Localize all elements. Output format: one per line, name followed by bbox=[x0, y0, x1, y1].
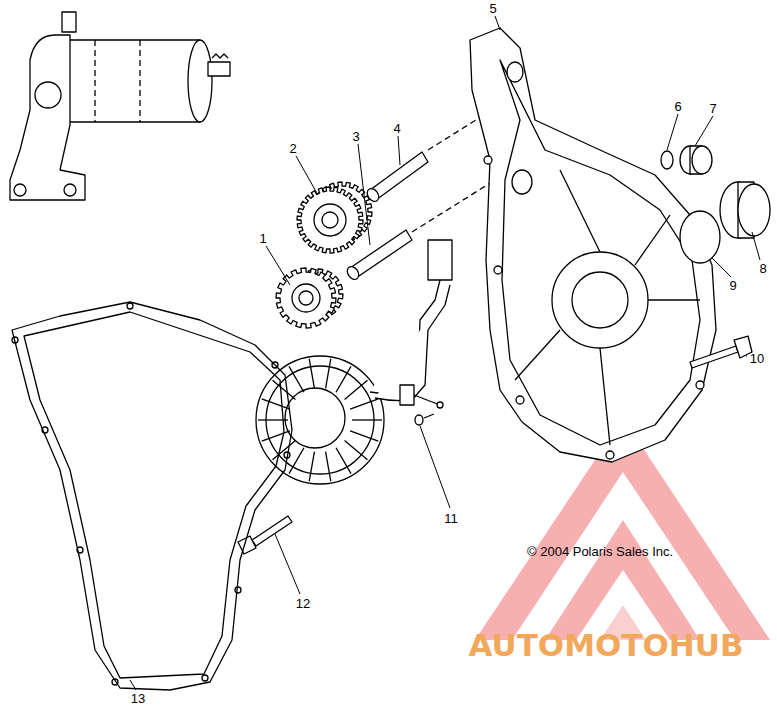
copyright-note: © 2004 Polaris Sales Inc. bbox=[527, 545, 673, 558]
callout-number: 12 bbox=[296, 597, 310, 610]
gear-2 bbox=[297, 182, 372, 253]
pins bbox=[345, 105, 500, 282]
callout-number: 8 bbox=[759, 262, 766, 275]
callout-number: 3 bbox=[352, 130, 359, 143]
callout-number: 5 bbox=[489, 2, 496, 15]
watermark: AUTOMOTOHUB bbox=[468, 630, 743, 661]
callout-number: 13 bbox=[131, 691, 145, 704]
callout-number: 2 bbox=[289, 142, 296, 155]
gear-1 bbox=[276, 268, 343, 328]
plugs-and-orings bbox=[661, 146, 770, 263]
stator-cover bbox=[470, 28, 716, 462]
callout-number: 1 bbox=[259, 232, 266, 245]
starter-motor bbox=[10, 12, 230, 200]
callout-number: 9 bbox=[729, 279, 736, 292]
callout-number: 7 bbox=[709, 102, 716, 115]
callout-number: 4 bbox=[393, 122, 400, 135]
screw-11 bbox=[415, 414, 434, 425]
leader-lines bbox=[130, 16, 760, 690]
bolt-12 bbox=[238, 516, 292, 554]
stator bbox=[256, 240, 452, 484]
callout-number: 11 bbox=[444, 512, 458, 525]
gasket bbox=[12, 302, 292, 690]
callout-number: 6 bbox=[674, 100, 681, 113]
callout-number: 10 bbox=[750, 352, 764, 365]
bolt-10 bbox=[690, 336, 752, 368]
